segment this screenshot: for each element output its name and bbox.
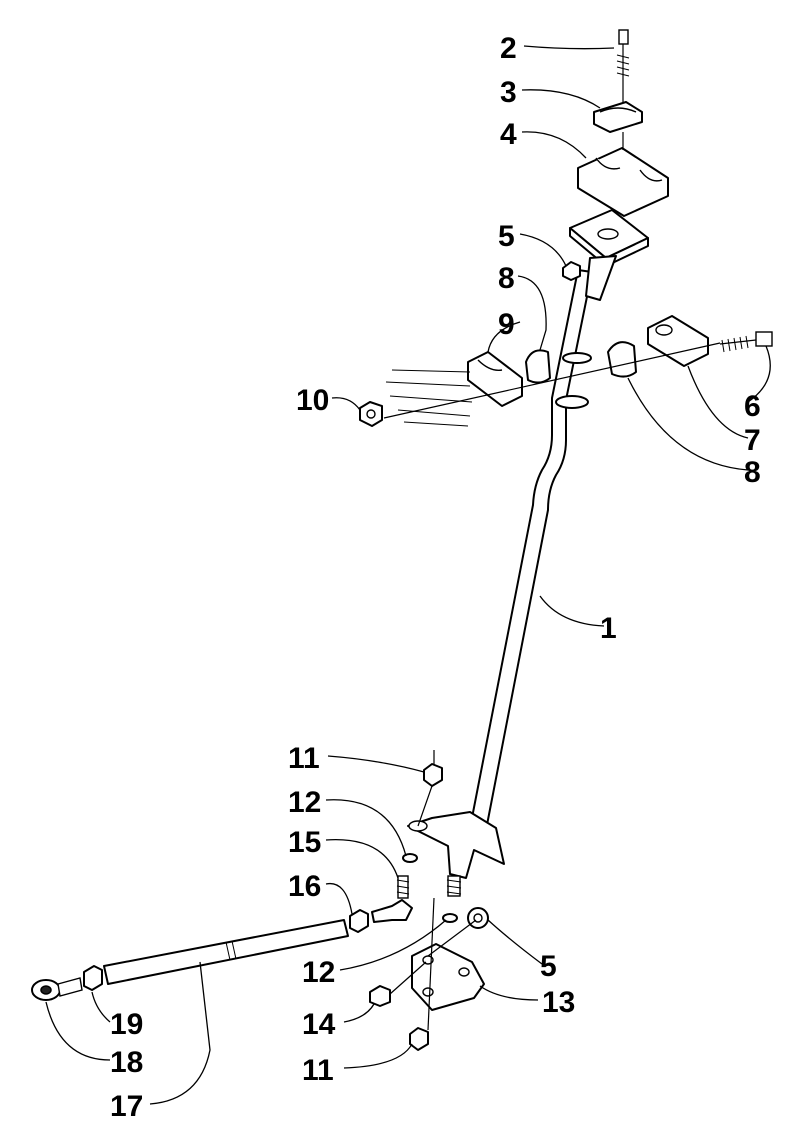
callout-12-lower: 12 [302,956,335,989]
callout-3: 3 [500,76,517,109]
bushing-8-left [525,349,551,384]
callout-11-lower: 11 [302,1054,334,1087]
clamp-cap-7 [647,315,709,367]
callout-17: 17 [110,1090,143,1123]
handlebar-clamp-cap-3 [593,101,643,133]
nut-5-upper [562,261,581,281]
handlebar-clamp-9 [385,351,523,427]
steering-shaft [469,269,593,831]
stud-15 [396,875,410,899]
callout-9: 9 [498,308,515,341]
tie-rod-end-16 [349,899,413,933]
callout-4: 4 [500,118,517,151]
callout-5-upper: 5 [498,220,515,253]
rod-end-18 [31,977,83,1001]
callout-labels: 2 3 4 5 8 9 10 6 7 8 1 11 12 15 16 12 5 … [110,32,761,1123]
callout-11-upper: 11 [288,742,320,775]
tie-rod-17 [103,919,349,985]
bushing-8-right [607,341,637,378]
nut-11-lower [409,1027,429,1051]
callout-16: 16 [288,870,321,903]
callout-18: 18 [110,1046,143,1079]
washer-12-upper [402,853,418,863]
handlebar-clamp-base-4 [577,132,669,217]
callout-10: 10 [296,384,329,417]
upper-shaft-flange [569,209,649,301]
nut-10 [359,401,383,427]
handlebar-bolt-axis [383,342,721,419]
bolt-14 [369,919,477,1007]
washer-12-lower [442,913,458,923]
bolt-6 [719,331,773,353]
callout-2: 2 [500,32,517,65]
callout-19: 19 [110,1008,143,1041]
pitman-bracket-13 [411,897,485,1031]
callout-15: 15 [288,826,321,859]
nut-11-upper [417,750,443,827]
leader-lines [45,45,771,1105]
callout-6: 6 [744,390,761,423]
bushing-5-lower [467,907,489,929]
callout-14: 14 [302,1008,336,1041]
lower-shaft-bracket [407,811,505,897]
callout-7: 7 [744,424,761,457]
callout-13: 13 [542,986,575,1019]
callout-1: 1 [600,612,617,645]
jam-nut-19 [83,965,103,991]
callout-12-upper: 12 [288,786,321,819]
callout-8-upper: 8 [498,262,515,295]
callout-8-lower: 8 [744,456,761,489]
callout-5-lower: 5 [540,950,557,983]
